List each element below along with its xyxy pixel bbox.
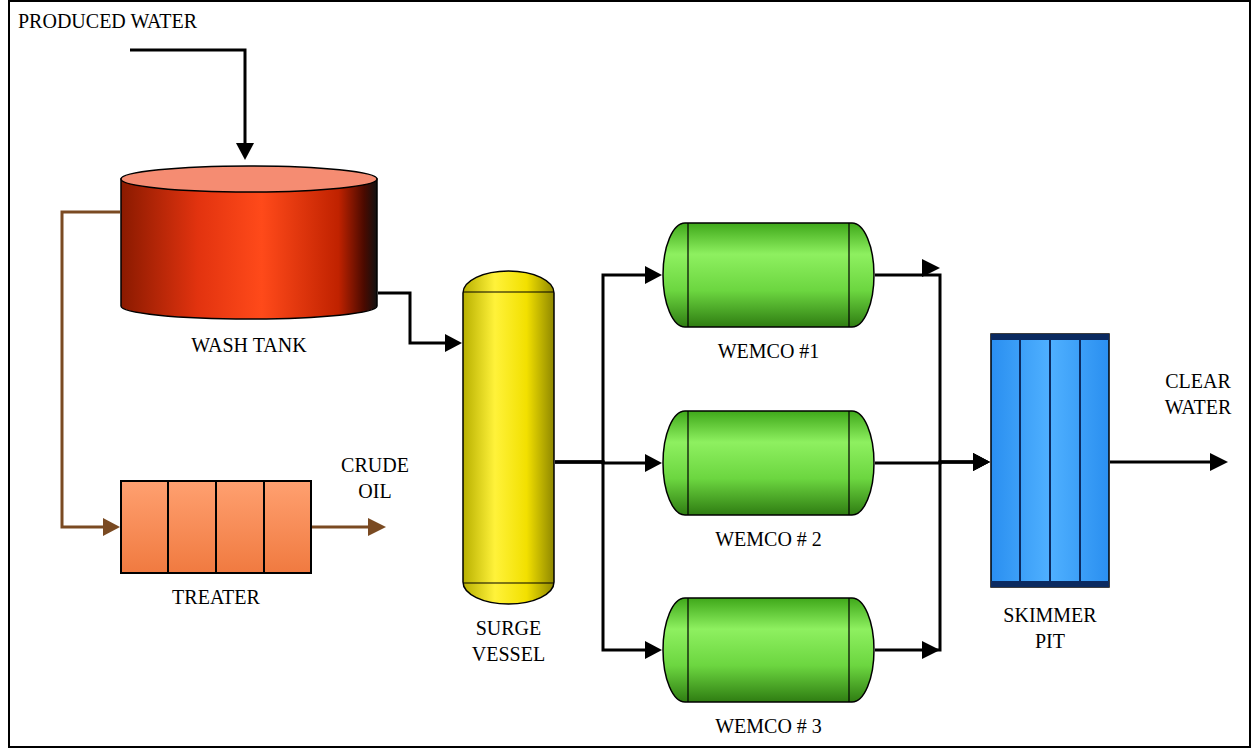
node-label: SURGE VESSEL bbox=[461, 615, 557, 667]
wemco-unit-outline bbox=[662, 410, 875, 516]
stream-label: CRUDE OIL bbox=[330, 452, 420, 504]
treater-box: TREATER bbox=[120, 480, 312, 574]
wemco-unit: WEMCO #1 bbox=[662, 222, 875, 328]
surge-vessel: SURGE VESSEL bbox=[462, 270, 555, 605]
stream-label: CLEAR WATER bbox=[1148, 368, 1248, 420]
node-label: WEMCO #1 bbox=[718, 338, 820, 364]
flow-connector bbox=[875, 462, 976, 650]
crude-oil-line bbox=[312, 526, 370, 529]
node-label: SKIMMER PIT bbox=[990, 602, 1110, 654]
wemco-unit: WEMCO # 3 bbox=[662, 597, 875, 703]
node-label: WASH TANK bbox=[191, 332, 306, 358]
wash-tank: WASH TANK bbox=[120, 165, 378, 320]
skimmer-pit-outline bbox=[990, 333, 1110, 588]
flow-connector bbox=[875, 275, 976, 462]
wash-tank-outline bbox=[120, 165, 378, 320]
frame-border bbox=[9, 1, 1250, 747]
arrowhead bbox=[103, 518, 120, 536]
flow-connector bbox=[555, 462, 648, 650]
arrowhead bbox=[445, 334, 462, 352]
inlet-arrowhead bbox=[236, 143, 254, 160]
arrowhead bbox=[973, 453, 990, 471]
wemco-unit-outline bbox=[662, 597, 875, 703]
inlet-line bbox=[130, 50, 245, 145]
skimmer-pit: SKIMMER PIT bbox=[990, 333, 1110, 588]
arrowhead bbox=[645, 641, 662, 659]
clear-water-arrowhead bbox=[1210, 453, 1228, 471]
flow-connector bbox=[555, 275, 648, 462]
arrowhead bbox=[973, 453, 990, 471]
arrowhead bbox=[973, 453, 990, 471]
node-label: TREATER bbox=[172, 584, 260, 610]
flow-connector bbox=[62, 212, 120, 527]
surge-vessel-outline bbox=[462, 270, 555, 605]
flow-connector bbox=[378, 293, 448, 343]
treater-box-outline bbox=[120, 480, 312, 574]
stream-label: PRODUCED WATER bbox=[18, 8, 197, 34]
node-label: WEMCO # 3 bbox=[715, 713, 822, 739]
wemco-unit: WEMCO # 2 bbox=[662, 410, 875, 516]
clear-water-line bbox=[1110, 461, 1212, 464]
node-label: WEMCO # 2 bbox=[715, 526, 822, 552]
arrowhead bbox=[645, 266, 662, 284]
wemco-unit-outline bbox=[662, 222, 875, 328]
crude-oil-arrowhead bbox=[368, 518, 386, 536]
arrowhead bbox=[645, 454, 662, 472]
